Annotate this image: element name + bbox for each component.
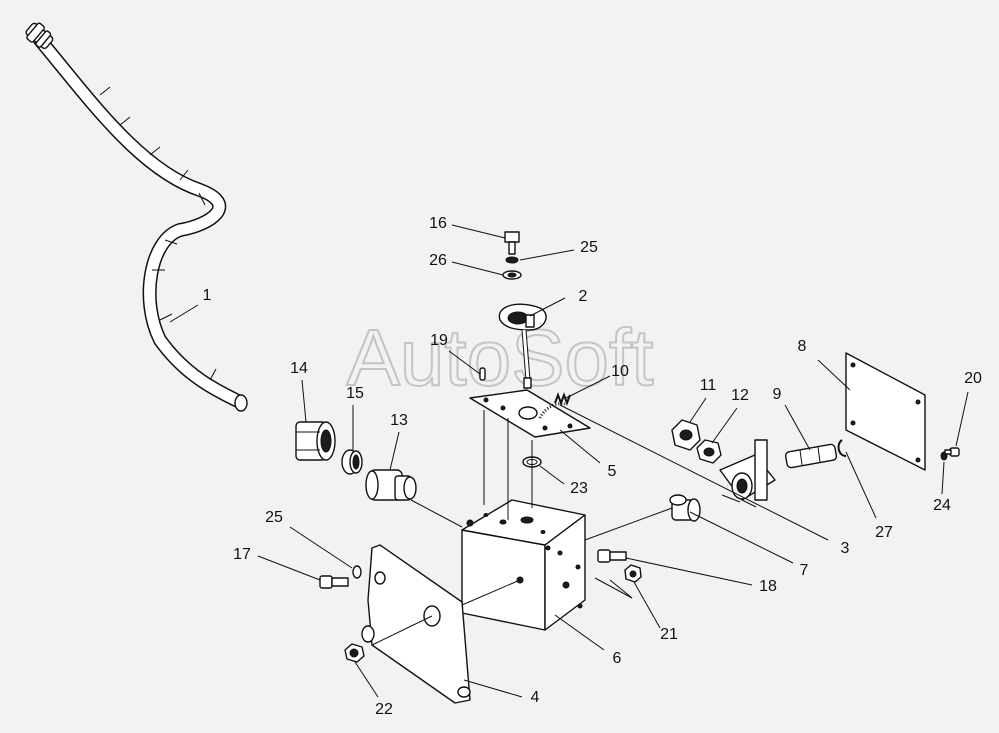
callout-9: 9 <box>773 386 782 403</box>
part-16-bolt <box>504 231 520 255</box>
part-17-bolt <box>319 575 349 589</box>
part-6-valve-body <box>461 499 586 631</box>
part-9-shaft <box>784 443 838 469</box>
callout-22: 22 <box>375 701 393 718</box>
part-19-pin <box>479 367 486 381</box>
part-3-lever-arm <box>719 439 776 501</box>
part-21-nut <box>624 564 642 583</box>
callout-1: 1 <box>203 287 212 304</box>
callout-27: 27 <box>875 524 893 541</box>
callout-12: 12 <box>731 387 749 404</box>
callout-13: 13 <box>390 412 408 429</box>
callout-26: 26 <box>429 252 447 269</box>
part-18-bolt <box>597 549 627 563</box>
callout-19: 19 <box>430 332 448 349</box>
callout-24: 24 <box>933 497 951 514</box>
watermark: AutoSoft <box>347 313 654 402</box>
callout-25-top: 25 <box>580 239 598 256</box>
callout-4: 4 <box>531 689 540 706</box>
callout-16: 16 <box>429 215 447 232</box>
part-20-screw <box>944 447 960 457</box>
part-26-washer <box>502 270 522 280</box>
callout-7: 7 <box>800 562 809 579</box>
callout-18: 18 <box>759 578 777 595</box>
part-8-cover-plate <box>845 352 926 471</box>
part-13-fitting <box>365 469 417 501</box>
leader-lines <box>169 224 969 698</box>
part-1-cable <box>25 22 248 412</box>
callout-10: 10 <box>611 363 629 380</box>
part-12-nut <box>696 439 722 464</box>
callout-20: 20 <box>964 370 982 387</box>
callout-2: 2 <box>579 288 588 305</box>
callout-15: 15 <box>346 385 364 402</box>
part-15-ring <box>341 449 363 475</box>
part-27-clip <box>837 439 847 457</box>
part-4-mounting-plate <box>361 544 471 704</box>
part-25-washer-bottom <box>352 565 362 579</box>
callout-5: 5 <box>608 463 617 480</box>
part-22-nut <box>344 643 365 663</box>
part-2-lever <box>498 303 547 389</box>
callout-25-bottom: 25 <box>265 509 283 526</box>
callout-11: 11 <box>700 377 717 394</box>
callout-23: 23 <box>570 480 588 497</box>
part-10-spring <box>554 392 571 406</box>
part-25-washer-top <box>505 256 519 264</box>
part-14-nut <box>295 421 336 461</box>
part-11-nut <box>671 419 701 451</box>
callout-3: 3 <box>841 540 850 557</box>
callout-17: 17 <box>233 546 251 563</box>
callout-6: 6 <box>613 650 622 667</box>
callout-21: 21 <box>660 626 678 643</box>
callout-8: 8 <box>798 338 807 355</box>
part-5-scale-plate <box>469 389 591 438</box>
part-7-bushing <box>669 494 701 522</box>
callout-14: 14 <box>290 360 308 377</box>
